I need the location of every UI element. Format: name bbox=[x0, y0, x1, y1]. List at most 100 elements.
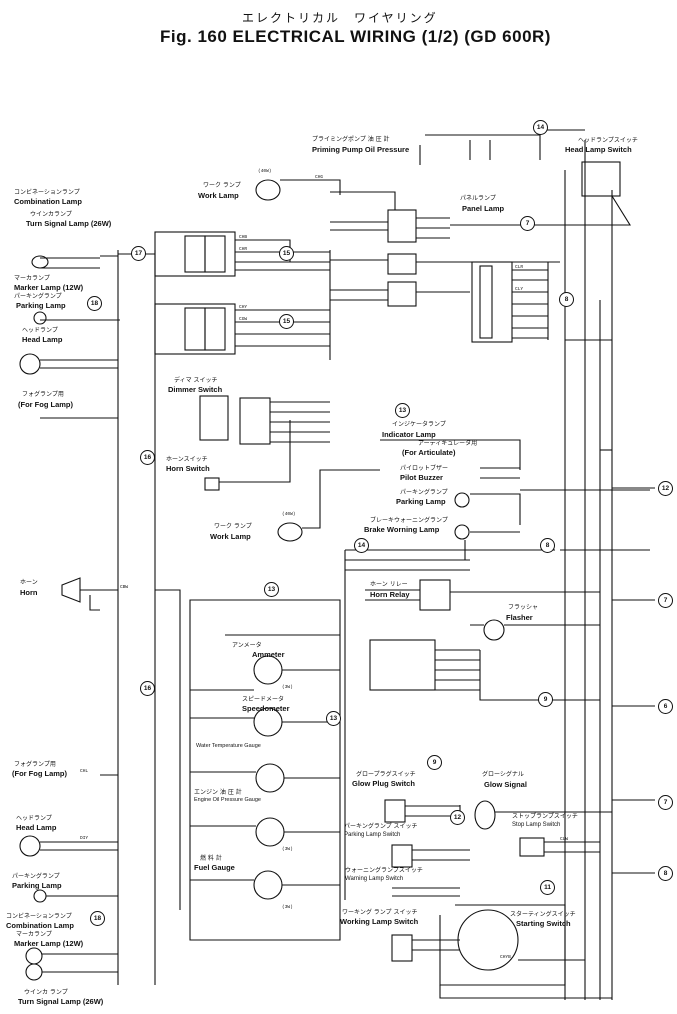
marker-lamp-l: Marker Lamp (12W) bbox=[14, 283, 84, 292]
parking-lamp-l-jp: パーキングランプ bbox=[14, 293, 62, 300]
fuel-gauge-jp: 燃 料 計 bbox=[200, 855, 222, 862]
wire-code: CGW bbox=[239, 317, 248, 322]
head-lamp-b: Head Lamp bbox=[16, 823, 57, 832]
combination-lamp-l-jp: コンビネーションランプ bbox=[14, 189, 80, 196]
circle-number: 13 bbox=[395, 403, 410, 418]
circle-number: 15 bbox=[279, 314, 294, 329]
panel-lamp-label-jp: パネルランプ bbox=[460, 195, 496, 202]
circle-number: 12 bbox=[658, 481, 673, 496]
priming-pump-label: Priming Pump Oil Pressure bbox=[312, 145, 410, 154]
horn-relay-jp: ホーン リレー bbox=[370, 581, 408, 588]
circle-number: 8 bbox=[658, 866, 673, 881]
horn-switch: Horn Switch bbox=[166, 464, 210, 473]
circle-number: 15 bbox=[279, 246, 294, 261]
head-lamp-l-jp: ヘッドランプ bbox=[22, 327, 58, 334]
circle-number: 11 bbox=[540, 880, 555, 895]
head-lamp-b-jp: ヘッドランプ bbox=[16, 815, 52, 822]
circle-number: 14 bbox=[354, 538, 369, 553]
circle-number: 12 bbox=[450, 810, 465, 825]
marker-lamp-b: Marker Lamp (12W) bbox=[14, 939, 84, 948]
parking-lamp-switch-jp: パーキングランプ スイッチ bbox=[344, 823, 418, 830]
work-lamp-mid: Work Lamp bbox=[210, 532, 251, 541]
work-lamp-top-label: Work Lamp bbox=[198, 191, 239, 200]
wire-code: CLR bbox=[515, 265, 524, 270]
speedometer-watt: (3W) bbox=[282, 685, 293, 690]
combination-lamp-b-jp: コンビネーションランプ bbox=[6, 913, 72, 920]
parking-lamp-mid: Parking Lamp bbox=[396, 497, 446, 506]
combination-lamp-l: Combination Lamp bbox=[14, 197, 82, 206]
head-lamp-switch-box bbox=[581, 161, 621, 197]
panel-lamp-label: Panel Lamp bbox=[462, 204, 505, 213]
circle-number: 7 bbox=[658, 795, 673, 810]
for-articulate: (For Articulate) bbox=[402, 448, 456, 457]
glow-plug-switch: Glow Plug Switch bbox=[352, 779, 415, 788]
warning-lamp-switch-jp: ウォーニングランプスイッチ bbox=[345, 867, 423, 874]
parking-lamp-mid-jp: パーキングランプ bbox=[400, 489, 448, 496]
horn-label: Horn bbox=[20, 588, 38, 597]
combination-lamp-b: Combination Lamp bbox=[6, 921, 74, 930]
flasher: Flasher bbox=[506, 613, 533, 622]
ammeter-jp: アンメータ bbox=[232, 642, 262, 649]
speedometer-jp: スピードメータ bbox=[242, 696, 285, 703]
dimmer-switch: Dimmer Switch bbox=[168, 385, 223, 394]
wire-code: CLY bbox=[515, 287, 524, 292]
wire-code: CHR bbox=[239, 247, 248, 252]
circle-number: 8 bbox=[540, 538, 555, 553]
indicator-lamp: Indicator Lamp bbox=[382, 430, 436, 439]
priming-pump-label-jp: プライミングポンプ 油 圧 計 bbox=[312, 136, 390, 143]
wire-code: CHL bbox=[80, 769, 89, 774]
circle-number: 13 bbox=[264, 582, 279, 597]
circle-number: 18 bbox=[87, 296, 102, 311]
glow-signal-jp: グローシグナル bbox=[482, 771, 524, 778]
indicator-lamp-jp: インジケータランプ bbox=[392, 421, 446, 428]
wire-code: CLW bbox=[560, 837, 569, 842]
oil-pressure-gauge: Engine Oil Pressure Gauge bbox=[194, 797, 261, 803]
turn-signal-l: Turn Signal Lamp (26W) bbox=[26, 219, 112, 228]
connector-c bbox=[387, 209, 417, 243]
head-lamp-l: Head Lamp bbox=[22, 335, 63, 344]
parking-lamp-b-jp: パーキングランプ bbox=[12, 873, 60, 880]
for-articulate-jp: アーティキュレータ用 bbox=[418, 440, 478, 447]
fuel-gauge: Fuel Gauge bbox=[194, 863, 235, 872]
circle-number: 7 bbox=[658, 593, 673, 608]
circle-number: 7 bbox=[520, 216, 535, 231]
brake-warning-jp: ブレーキウォーニングランプ bbox=[370, 517, 448, 524]
parking-lamp-l: Parking Lamp bbox=[16, 301, 66, 310]
working-lamp-switch-jp: ワーキング ランプ スイッチ bbox=[342, 909, 418, 916]
work-lamp-mid-watt: (40W) bbox=[282, 512, 296, 517]
warning-lamp-switch: Warning Lamp Switch bbox=[345, 876, 404, 882]
circle-number: 8 bbox=[559, 292, 574, 307]
circle-number: 6 bbox=[658, 699, 673, 714]
turn-signal-b-jp: ウインカ ランプ bbox=[24, 989, 68, 996]
horn-switch-jp: ホーンスイッチ bbox=[166, 456, 208, 463]
circle-number: 9 bbox=[427, 755, 442, 770]
horn-label-jp: ホーン bbox=[20, 579, 38, 586]
dimmer-switch-jp: ディマ スイッチ bbox=[174, 377, 218, 384]
glow-signal: Glow Signal bbox=[484, 780, 527, 789]
wire-code: CBW bbox=[120, 585, 129, 590]
work-lamp-top-label-jp: ワーク ランプ bbox=[203, 182, 241, 189]
stop-lamp-switch: Stop Lamp Switch bbox=[512, 822, 561, 828]
circle-number: 9 bbox=[538, 692, 553, 707]
oil-pressure-jp: エンジン 油 圧 計 bbox=[194, 789, 242, 796]
page-title: Fig. 160 ELECTRICAL WIRING (1/2) (GD 600… bbox=[160, 27, 551, 46]
connector-a bbox=[154, 231, 236, 277]
wire-code: CHYB bbox=[500, 955, 511, 960]
brake-warning: Brake Worning Lamp bbox=[364, 525, 440, 534]
fog-lamp-l: (For Fog Lamp) bbox=[18, 400, 73, 409]
ammeter: Ammeter bbox=[252, 650, 285, 659]
head-lamp-switch-label-jp: ヘッドランプスイッチ bbox=[578, 137, 638, 144]
parking-lamp-b: Parking Lamp bbox=[12, 881, 62, 890]
horn-relay: Horn Relay bbox=[370, 590, 410, 599]
water-temp-gauge: Water Temperature Gauge bbox=[196, 743, 261, 749]
connector-d bbox=[471, 261, 513, 343]
work-lamp-mid-jp: ワーク ランプ bbox=[214, 523, 252, 530]
marker-lamp-b-jp: マーカランプ bbox=[16, 931, 52, 938]
wire-code: DIY bbox=[80, 836, 89, 841]
connector-b bbox=[154, 303, 236, 355]
pilot-buzzer: Pilot Buzzer bbox=[400, 473, 443, 482]
circle-number: 16 bbox=[140, 681, 155, 696]
starting-switch: Starting Switch bbox=[516, 919, 571, 928]
